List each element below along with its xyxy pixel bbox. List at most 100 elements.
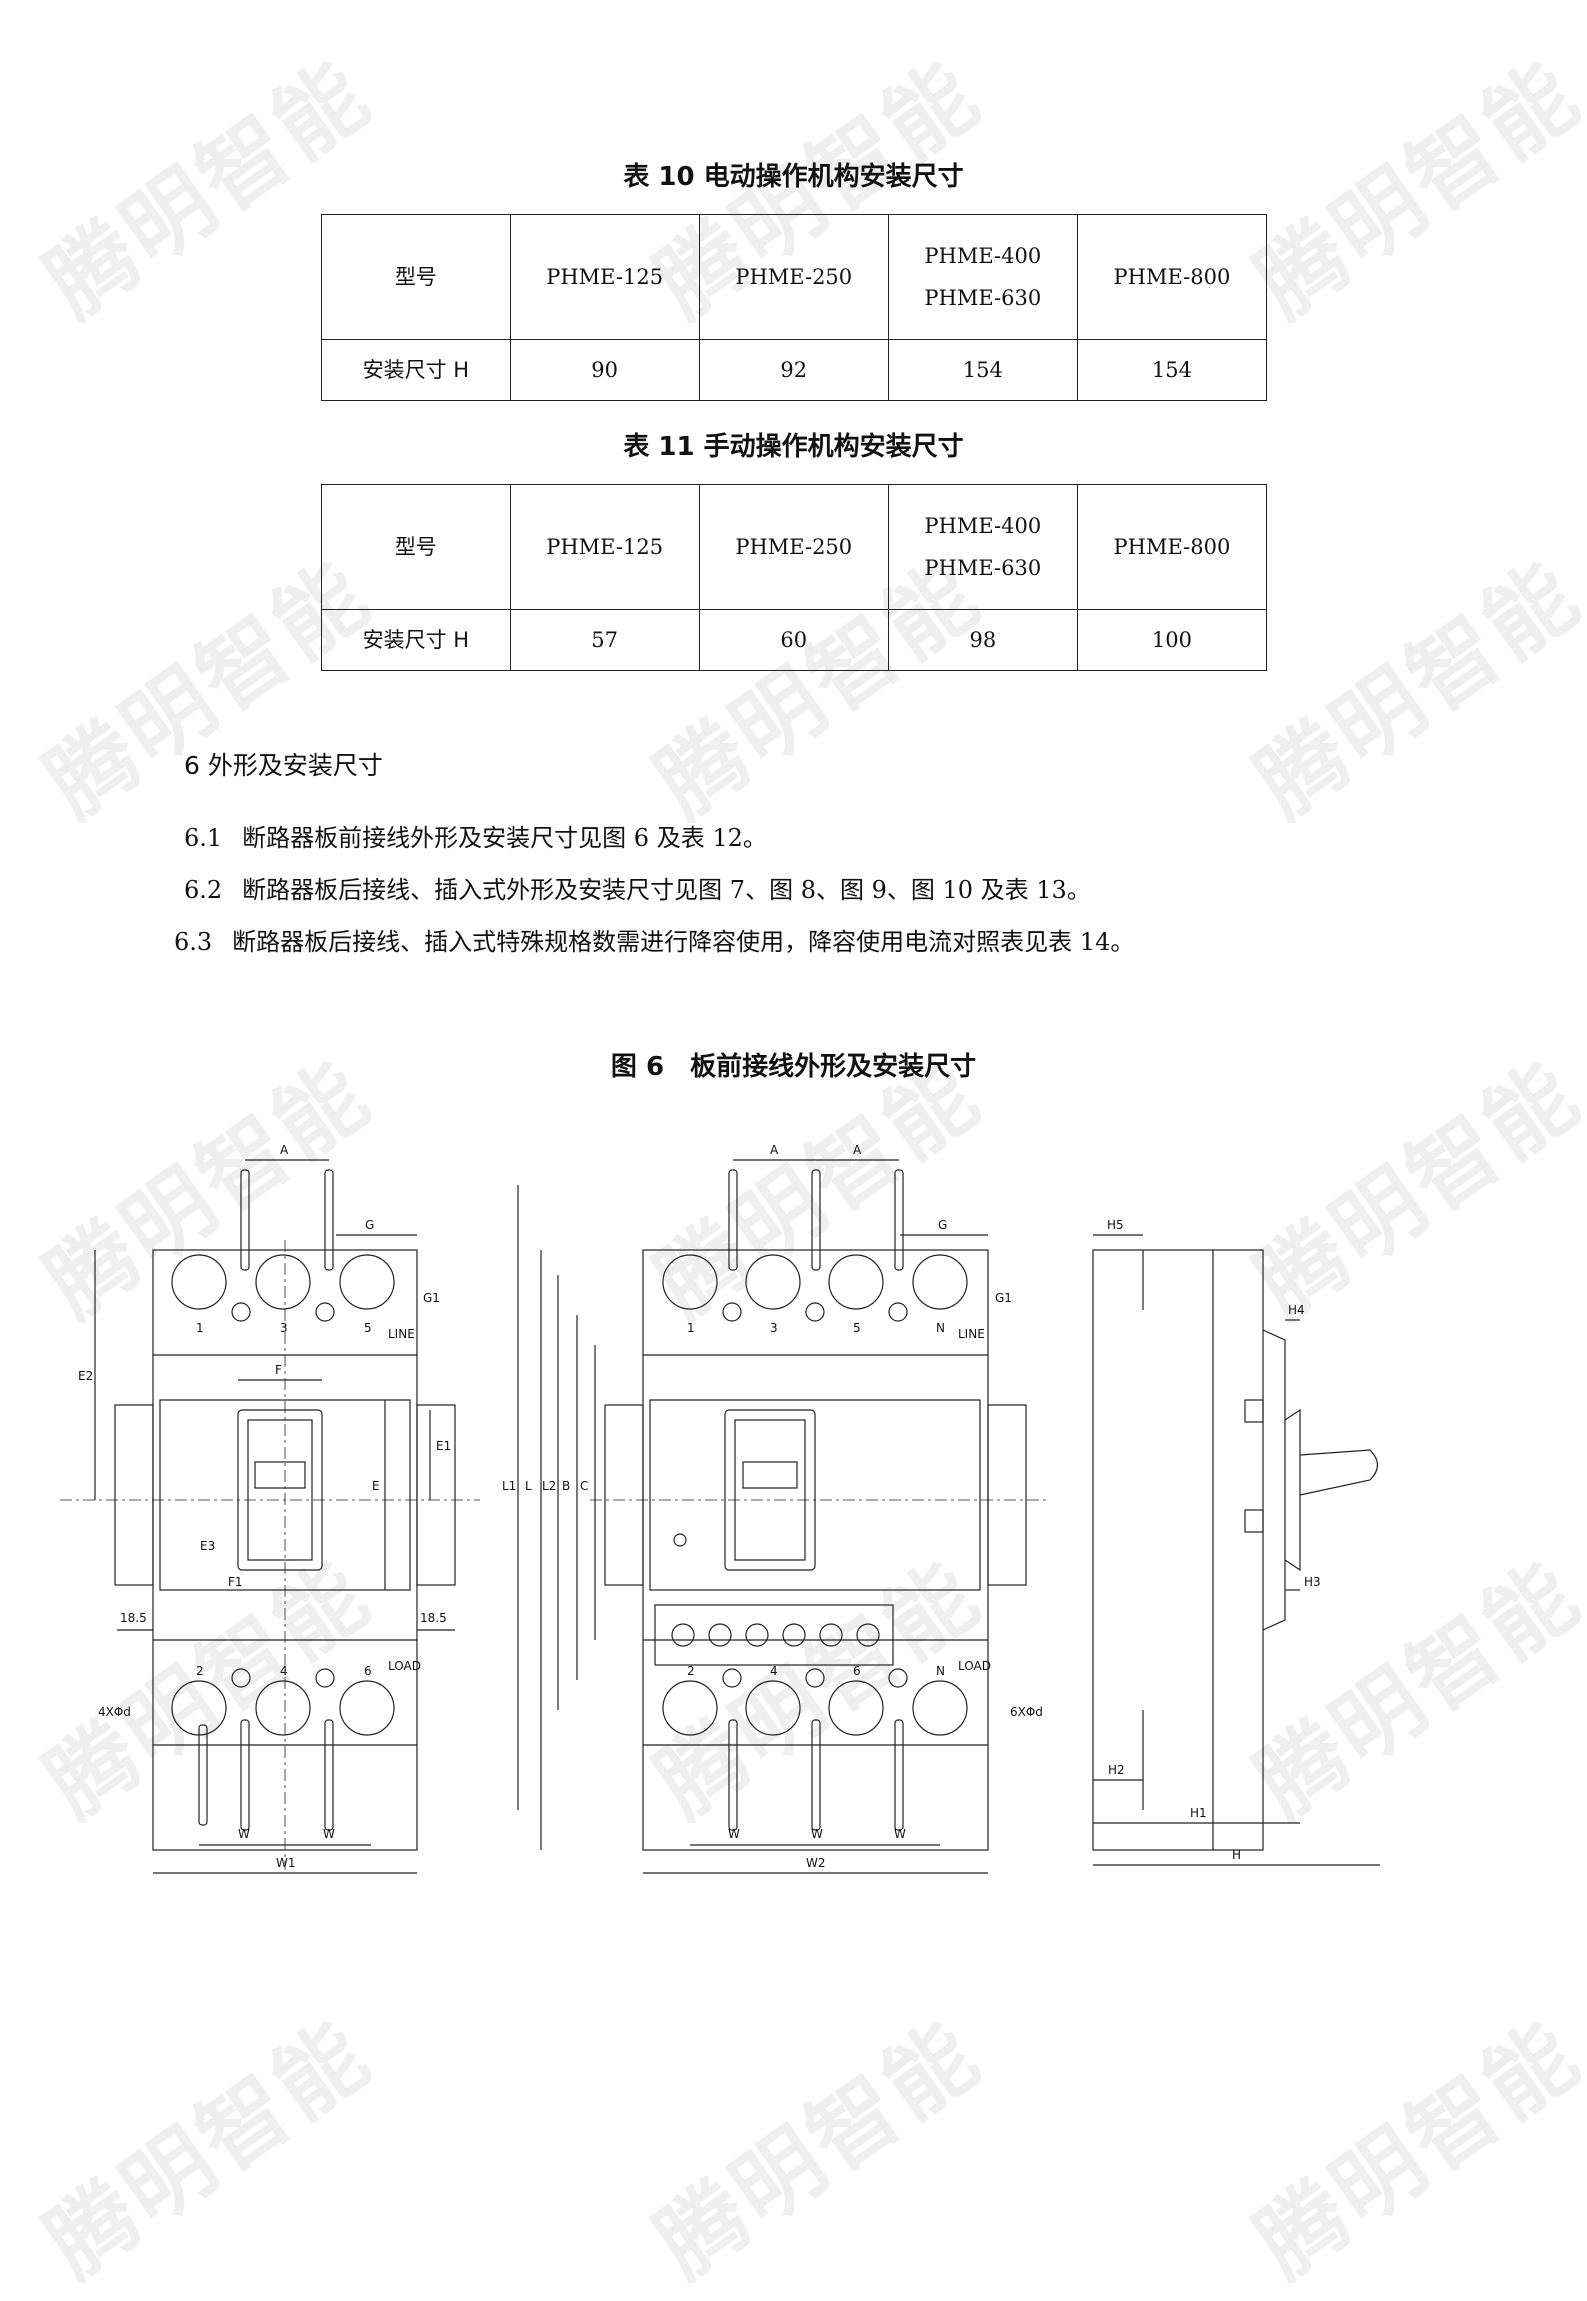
dim-label: H1 (1190, 1806, 1207, 1820)
table-cell: 100 (1076, 609, 1268, 671)
dim-label: W (894, 1827, 906, 1841)
table-cell: 60 (698, 609, 889, 671)
paragraph-text: 断路器板后接线、插入式外形及安装尺寸见图 7、图 8、图 9、图 10 及表 1… (242, 876, 1091, 904)
terminal-number: 4 (280, 1664, 288, 1678)
terminal-number: 2 (687, 1664, 695, 1678)
dim-label: W (238, 1827, 250, 1841)
dim-label: F1 (228, 1575, 243, 1589)
terminal-number: N (936, 1321, 945, 1335)
dim-label: E2 (78, 1369, 93, 1383)
dim-label: W (728, 1827, 740, 1841)
terminal-number: 4 (770, 1664, 778, 1678)
paragraph: 6.2 断路器板后接线、插入式外形及安装尺寸见图 7、图 8、图 9、图 10 及… (184, 870, 1091, 905)
dim-label: 18.5 (420, 1611, 447, 1625)
terminal-number: 6 (853, 1664, 861, 1678)
dim-label: H2 (1108, 1763, 1125, 1777)
side-ear-right (416, 1404, 456, 1586)
terminal-zone-label: LINE (958, 1327, 985, 1341)
table-cell: 90 (509, 339, 700, 401)
terminal-number: 5 (364, 1321, 372, 1335)
dim-label: H4 (1288, 1303, 1305, 1317)
dim-label: H5 (1107, 1218, 1124, 1232)
paragraph-number: 6.2 (184, 876, 223, 904)
dim-label: L1 (502, 1479, 516, 1493)
table-header-cell: PHME-800 (1076, 484, 1268, 610)
operating-handle (1284, 1408, 1301, 1572)
dim-label: W1 (276, 1856, 296, 1870)
table-cell: 98 (887, 609, 1078, 671)
dim-label: W2 (806, 1856, 826, 1870)
dim-label: 4XΦd (98, 1705, 131, 1719)
dim-label: G1 (995, 1291, 1012, 1305)
section-title: 6 外形及安装尺寸 (184, 751, 383, 780)
terminal-number: 2 (196, 1664, 204, 1678)
terminal-number: 1 (196, 1321, 204, 1335)
dim-label: E (372, 1479, 380, 1493)
table-cell: 154 (887, 339, 1078, 401)
table10-caption: 表 10 电动操作机构安装尺寸 (623, 162, 964, 192)
handle-window (237, 1409, 323, 1571)
breaker-side-view (1092, 1249, 1264, 1851)
dim-label: H (1232, 1848, 1241, 1862)
terminal-number: 1 (687, 1321, 695, 1335)
side-ear-left (114, 1404, 154, 1586)
table-header-cell: PHME-250 (698, 484, 889, 610)
dim-label: L (525, 1479, 532, 1493)
terminal-number: N (936, 1664, 945, 1678)
dim-label: E1 (436, 1439, 451, 1453)
dim-label: G (938, 1218, 947, 1232)
dim-label: W (323, 1827, 335, 1841)
watermark: 腾明智能 (1237, 2001, 1587, 2297)
dim-label: B (562, 1479, 570, 1493)
table-cell: 154 (1076, 339, 1268, 401)
model-label: PHME-400 (924, 244, 1042, 268)
terminal-number: 3 (280, 1321, 288, 1335)
table-cell: 57 (509, 609, 700, 671)
table-row: 安装尺寸 H 90 92 154 154 (321, 339, 1268, 401)
watermark: 腾明智能 (27, 2001, 389, 2297)
terminal-number: 6 (364, 1664, 372, 1678)
table-row: 安装尺寸 H 57 60 98 100 (321, 609, 1268, 671)
dim-label: F (275, 1363, 282, 1377)
paragraph: 6.1 断路器板前接线外形及安装尺寸见图 6 及表 12。 (184, 818, 767, 853)
terminal-zone-label: LINE (388, 1327, 415, 1341)
dim-label: G1 (423, 1291, 440, 1305)
paragraph: 6.3 断路器板后接线、插入式特殊规格数需进行降容使用，降容使用电流对照表见表 1… (174, 922, 1134, 957)
accessory-strip (654, 1604, 894, 1666)
dim-label: A (853, 1143, 862, 1157)
paragraph-text: 断路器板后接线、插入式特殊规格数需进行降容使用，降容使用电流对照表见表 14。 (232, 928, 1135, 956)
table-header-cell: 型号 (321, 214, 511, 340)
table-header-cell: PHME-125 (509, 214, 700, 340)
terminal-zone-label: LOAD (388, 1659, 421, 1673)
dim-label: A (770, 1143, 779, 1157)
table-header-cell: PHME-250 (698, 214, 889, 340)
table-header-cell: 型号 (321, 484, 511, 610)
table-header-cell: PHME-800 (1076, 214, 1268, 340)
paragraph-text: 断路器板前接线外形及安装尺寸见图 6 及表 12。 (242, 824, 767, 852)
row-label: 安装尺寸 H (321, 609, 511, 671)
watermark: 腾明智能 (637, 2001, 999, 2297)
dim-label: H3 (1304, 1575, 1321, 1589)
dim-label: W (811, 1827, 823, 1841)
dim-label: A (280, 1143, 289, 1157)
paragraph-number: 6.1 (184, 824, 223, 852)
table-cell: 92 (698, 339, 889, 401)
dim-label: L2 (542, 1479, 556, 1493)
dim-label: G (365, 1218, 374, 1232)
model-label: PHME-400 (924, 514, 1042, 538)
dim-label: 6XΦd (1010, 1705, 1043, 1719)
row-label: 安装尺寸 H (321, 339, 511, 401)
dim-label: E3 (200, 1539, 215, 1553)
model-label: PHME-630 (924, 556, 1042, 580)
dim-label: C (580, 1479, 588, 1493)
table-header-cell: PHME-125 (509, 484, 700, 610)
watermark: 腾明智能 (1237, 541, 1587, 837)
paragraph-number: 6.3 (174, 928, 213, 956)
figure6-drawing: A G G1 E2 F E1 E E3 F1 18.5 18.5 4XΦd LI… (60, 1143, 1380, 1874)
